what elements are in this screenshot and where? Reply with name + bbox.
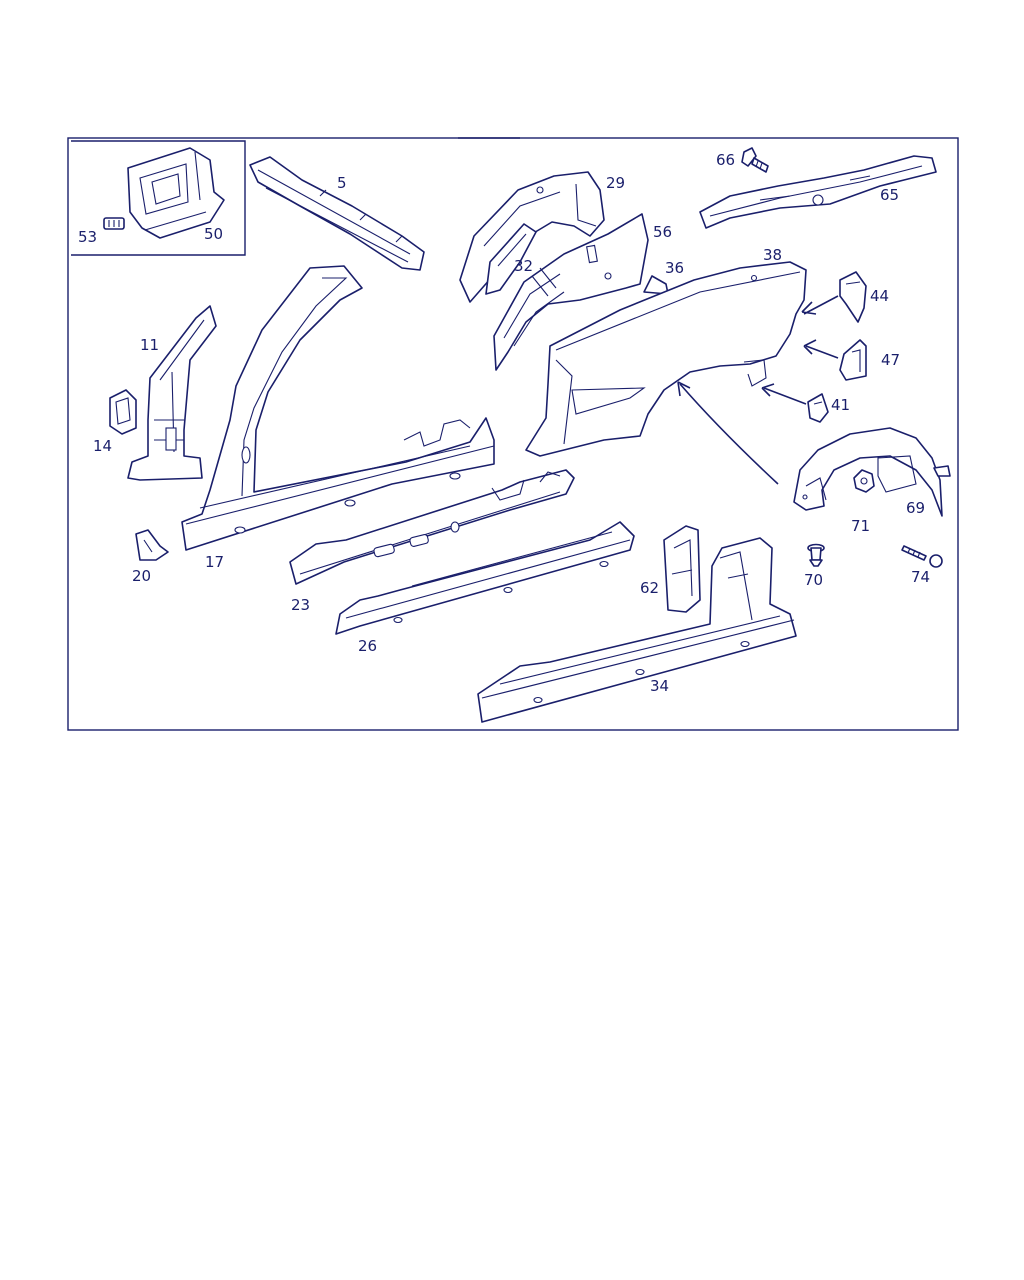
part-65-rear-rail	[699, 155, 937, 229]
callout-74: 74	[911, 568, 930, 586]
part-62-brace	[663, 525, 701, 613]
part-26-sill-panel	[335, 521, 635, 635]
callout-5: 5	[337, 174, 347, 192]
callout-38: 38	[763, 246, 782, 264]
part-47-bracket	[839, 339, 867, 381]
part-5-roof-rail	[249, 156, 425, 271]
part-69-wheel-liner	[793, 427, 951, 517]
part-44-bracket	[839, 271, 867, 323]
callout-66: 66	[716, 151, 735, 169]
part-74-screw	[901, 545, 943, 568]
callout-11: 11	[140, 336, 159, 354]
callout-17: 17	[205, 553, 224, 571]
part-56-wheelhouse-inner	[493, 213, 649, 371]
part-34-rear-sill	[477, 537, 797, 723]
part-14-bracket	[109, 389, 137, 435]
arrow-69	[679, 383, 779, 485]
part-71-nut	[853, 469, 875, 493]
part-41-clip	[807, 393, 829, 423]
callout-34: 34	[650, 677, 669, 695]
inset-frame	[71, 140, 246, 256]
callout-32: 32	[514, 257, 533, 275]
callout-20: 20	[132, 567, 151, 585]
part-23-sill-reinforcement	[289, 469, 575, 585]
callout-70: 70	[804, 571, 823, 589]
part-50-bracket	[127, 147, 225, 239]
callout-65: 65	[880, 186, 899, 204]
callout-41: 41	[831, 396, 850, 414]
arrow-41	[763, 387, 807, 405]
callout-47: 47	[881, 351, 900, 369]
callout-44: 44	[870, 287, 889, 305]
part-32-wheelhouse-brace	[485, 223, 537, 295]
callout-29: 29	[606, 174, 625, 192]
part-53-clip	[103, 217, 125, 230]
callout-50: 50	[204, 225, 223, 243]
part-70-push-clip	[807, 543, 825, 567]
callout-53: 53	[78, 228, 97, 246]
part-17-side-frame	[181, 265, 495, 551]
callout-36: 36	[665, 259, 684, 277]
assembly-arrows	[677, 295, 839, 485]
part-11-b-pillar	[127, 305, 217, 481]
callout-26: 26	[358, 637, 377, 655]
part-38-quarter-panel	[525, 261, 807, 457]
arrow-47	[805, 345, 839, 359]
part-66-bolt	[741, 147, 769, 173]
callout-14: 14	[93, 437, 112, 455]
callout-62: 62	[640, 579, 659, 597]
callout-labels: 5 11 14 17 20 23 26 29 32 34 36 38 41 44…	[78, 151, 930, 695]
callout-56: 56	[653, 223, 672, 241]
callout-23: 23	[291, 596, 310, 614]
arrow-44	[803, 295, 839, 315]
callout-69: 69	[906, 499, 925, 517]
callout-71: 71	[851, 517, 870, 535]
part-20-clip	[135, 529, 169, 561]
